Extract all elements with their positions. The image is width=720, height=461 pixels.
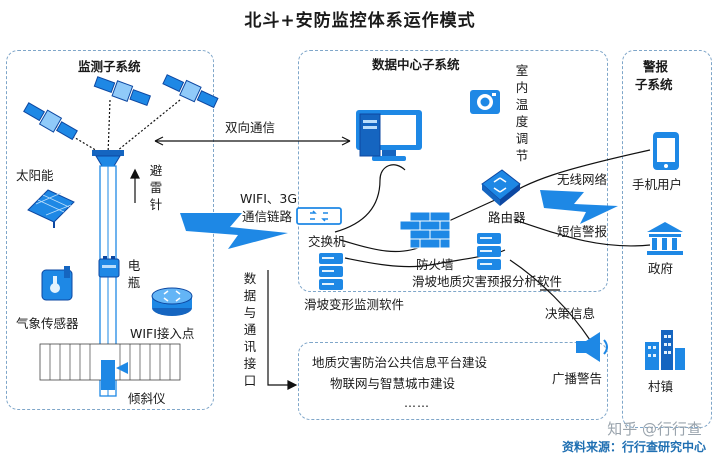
data-interface-label: 数据与通讯接口 (243, 271, 257, 388)
lightning-bolt-icon (540, 190, 618, 224)
server-icon (477, 233, 501, 270)
sms-alarm-label: 短信警报 (557, 224, 608, 239)
router-icon (481, 169, 521, 206)
tilt-sensor-label: 倾斜仪 (128, 391, 166, 406)
landslide-software-label: 滑坡变形监测软件 (304, 297, 405, 312)
datacenter-subsystem-panel (298, 50, 608, 292)
village-icon (645, 330, 685, 370)
satellite-icon (93, 76, 152, 106)
battery-label: 电瓶 (127, 258, 141, 290)
alarm-subsystem-title-1: 警报 (643, 59, 669, 74)
battery-icon (98, 256, 120, 278)
village-label: 村镇 (648, 379, 674, 394)
phone-icon (653, 132, 679, 170)
source-note: 资料来源：行行查研究中心 (561, 440, 706, 454)
wifi-router-icon (151, 287, 193, 316)
temp-control-label: 室内温度调节 (515, 63, 529, 163)
hazard-software-label: 滑坡地质灾害预报分析软件 (412, 274, 563, 289)
lightning-rod-label: 避雷针 (149, 163, 163, 212)
monitor-subsystem-title: 监测子系统 (78, 59, 141, 74)
decision-label: 决策信息 (545, 306, 596, 321)
link-label-2: 通信链路 (242, 209, 293, 224)
watermark: 知乎 @行行查 (607, 420, 702, 438)
platform-line-2: 物联网与智慧城市建设 (330, 376, 456, 391)
speaker-icon (576, 332, 608, 362)
wifi-ap-label: WIFI接入点 (130, 326, 195, 341)
weather-sensor-label: 气象传感器 (16, 316, 79, 331)
server-icon (319, 253, 343, 290)
alarm-subsystem-panel (622, 50, 712, 428)
switch-label: 交换机 (308, 234, 346, 249)
solar-label: 太阳能 (16, 168, 54, 183)
platform-panel (298, 342, 608, 420)
satellite-icon (162, 74, 219, 109)
platform-line-3: …… (404, 396, 430, 410)
switch-icon (296, 207, 342, 225)
router-label: 路由器 (488, 210, 526, 225)
camera-icon (470, 90, 500, 114)
government-label: 政府 (648, 261, 674, 276)
platform-line-1: 地质灾害防治公共信息平台建设 (312, 355, 488, 370)
broadcast-label: 广播警告 (552, 371, 603, 386)
weather-sensor-icon (41, 266, 73, 301)
wireless-label: 无线网络 (557, 172, 608, 187)
server-tower-icon (359, 113, 381, 157)
firewall-icon (399, 211, 451, 249)
alarm-subsystem-title-2: 子系统 (635, 77, 673, 92)
government-icon (647, 222, 683, 255)
link-label-1: WIFI、3G (240, 191, 298, 206)
satellite-icon (23, 102, 78, 141)
mobile-user-label: 手机用户 (632, 177, 683, 192)
datacenter-subsystem-title: 数据中心子系统 (372, 57, 460, 72)
page-title: 北斗+安防监控体系运作模式 (244, 11, 476, 31)
firewall-label: 防火墙 (416, 257, 454, 272)
solar-panel-icon (27, 189, 75, 228)
lightning-bolt-icon (180, 213, 288, 249)
bidirectional-label: 双向通信 (225, 120, 276, 135)
tilt-sensor-icon (101, 360, 128, 390)
